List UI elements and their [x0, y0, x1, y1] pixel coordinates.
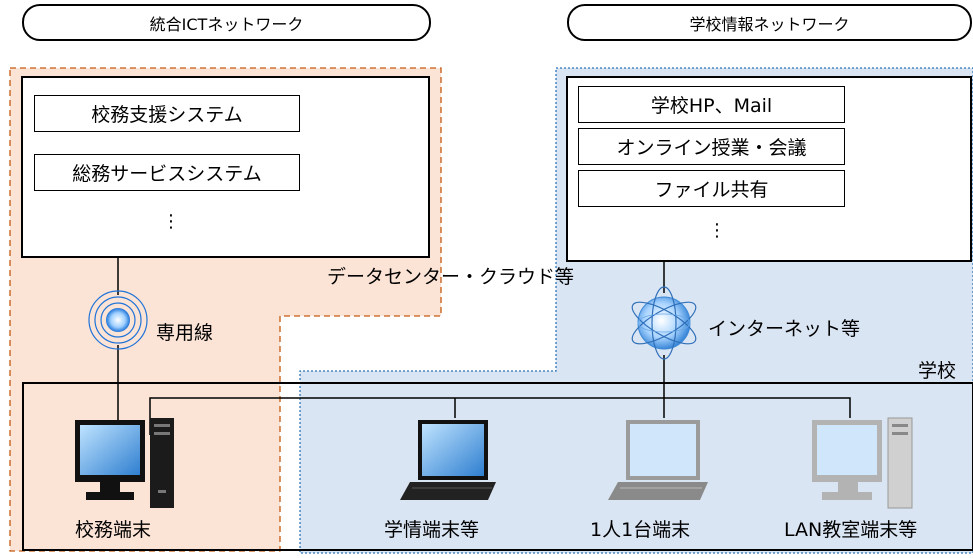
header-school-network: 学校情報ネットワーク	[567, 4, 972, 41]
admin-terminal-label: 校務端末	[75, 519, 152, 541]
header-ict-network: 統合ICTネットワーク	[22, 4, 431, 41]
lan-terminal-label: LAN教室端末等	[784, 519, 918, 541]
admin-terminal-icon	[75, 418, 174, 508]
personal-terminal-label: 1人1台端末	[590, 519, 691, 541]
internet-label: インターネット等	[708, 318, 861, 340]
service-file-share: ファイル共有	[578, 170, 845, 207]
leased-line-label: 専用線	[156, 322, 214, 344]
school-label: 学校	[918, 360, 957, 382]
datacenter-label: データセンター・クラウド等	[327, 266, 575, 288]
service-general-affairs: 総務サービスシステム	[34, 154, 300, 191]
ellipsis-right: ⋮	[708, 220, 726, 241]
internet-globe-icon	[631, 286, 697, 360]
info-terminal-icon	[400, 420, 496, 500]
service-school-hp-mail: 学校HP、Mail	[578, 86, 845, 123]
leased-line-icon	[88, 290, 148, 350]
info-terminal-label: 学情端末等	[384, 519, 480, 541]
ellipsis-left: ⋮	[162, 211, 180, 232]
personal-terminal-icon	[608, 420, 708, 500]
lan-terminal-icon	[812, 417, 913, 509]
school-border	[22, 382, 973, 551]
service-online-class: オンライン授業・会議	[578, 128, 845, 165]
service-admin-support: 校務支援システム	[34, 95, 300, 132]
